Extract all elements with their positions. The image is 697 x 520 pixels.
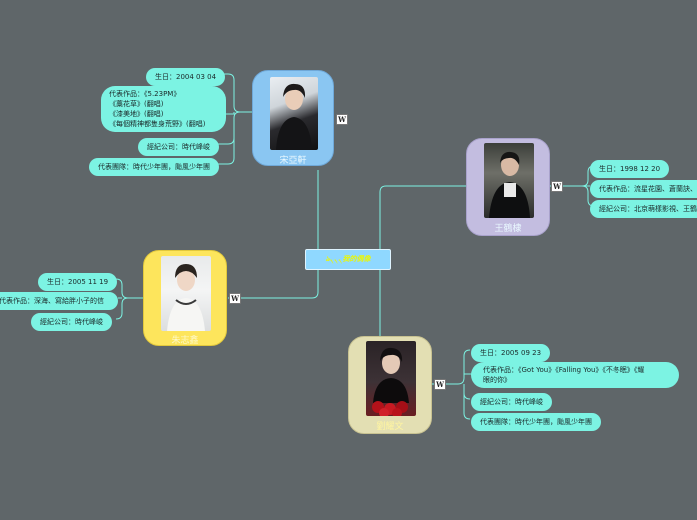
wikipedia-icon[interactable]: W: [434, 379, 446, 390]
wang-birthday[interactable]: 生日：1998 12 20: [590, 160, 670, 178]
person-photo-wang: [484, 143, 534, 218]
person-card-liu[interactable]: 劉耀文: [348, 336, 432, 434]
song-works-line-4: 《每個精神都隻身荒野》(翻唱): [109, 120, 206, 128]
zhu-agency[interactable]: 經紀公司：時代峰峻: [31, 313, 112, 331]
person-name-wang: 王鶴棣: [494, 224, 522, 234]
song-birthday[interactable]: 生日：2004 03 04: [146, 68, 226, 86]
wikipedia-icon[interactable]: W: [336, 114, 348, 125]
person-name-zhu: 朱志鑫: [171, 336, 199, 346]
liu-works[interactable]: 代表作品：《Got You》《Falling You》《不冬眠》《耀 眼的你》: [471, 362, 679, 388]
person-card-song[interactable]: 宋亞軒: [252, 70, 334, 166]
person-card-wang[interactable]: 王鶴棣: [466, 138, 550, 236]
song-works-line-2: 《藁花草》(翻唱): [109, 100, 164, 108]
liu-agency[interactable]: 經紀公司：時代峰峻: [471, 393, 552, 411]
wang-agency[interactable]: 經紀公司：北京萌樣影視、王鶴: [590, 200, 697, 218]
person-photo-song: [270, 77, 318, 150]
wang-works[interactable]: 代表作品：流星花園、蒼蘭訣、: [590, 180, 697, 198]
liu-works-line-1: 代表作品：《Got You》《Falling You》《不冬眠》《耀: [483, 366, 645, 374]
liu-birthday[interactable]: 生日：2005 09 23: [471, 344, 551, 362]
wikipedia-icon[interactable]: W: [551, 181, 563, 192]
liu-groups[interactable]: 代表團隊：時代少年團，颱風少年團: [471, 413, 601, 431]
person-photo-liu: [366, 341, 416, 416]
song-agency[interactable]: 經紀公司：時代峰峻: [138, 138, 219, 156]
song-groups[interactable]: 代表團隊：時代少年團，颱風少年團: [89, 158, 219, 176]
central-topic[interactable]: ঌ৲৲৲我的偶像: [305, 249, 391, 270]
person-name-liu: 劉耀文: [376, 422, 404, 432]
zhu-birthday[interactable]: 生日：2005 11 19: [38, 273, 118, 291]
song-works-line-3: 《漆美地》(翻唱): [109, 110, 164, 118]
person-name-song: 宋亞軒: [279, 156, 307, 166]
person-card-zhu[interactable]: 朱志鑫: [143, 250, 227, 346]
wikipedia-icon[interactable]: W: [229, 293, 241, 304]
person-photo-zhu: [161, 256, 211, 331]
zhu-works[interactable]: 代表作品：深海、寫給胖小子的信: [0, 292, 118, 310]
song-works-line-1: 代表作品：《5.23PM》: [109, 90, 181, 98]
liu-works-line-2: 眼的你》: [483, 376, 511, 384]
song-works[interactable]: 代表作品：《5.23PM》 《藁花草》(翻唱) 《漆美地》(翻唱) 《每個精神都…: [101, 86, 226, 132]
